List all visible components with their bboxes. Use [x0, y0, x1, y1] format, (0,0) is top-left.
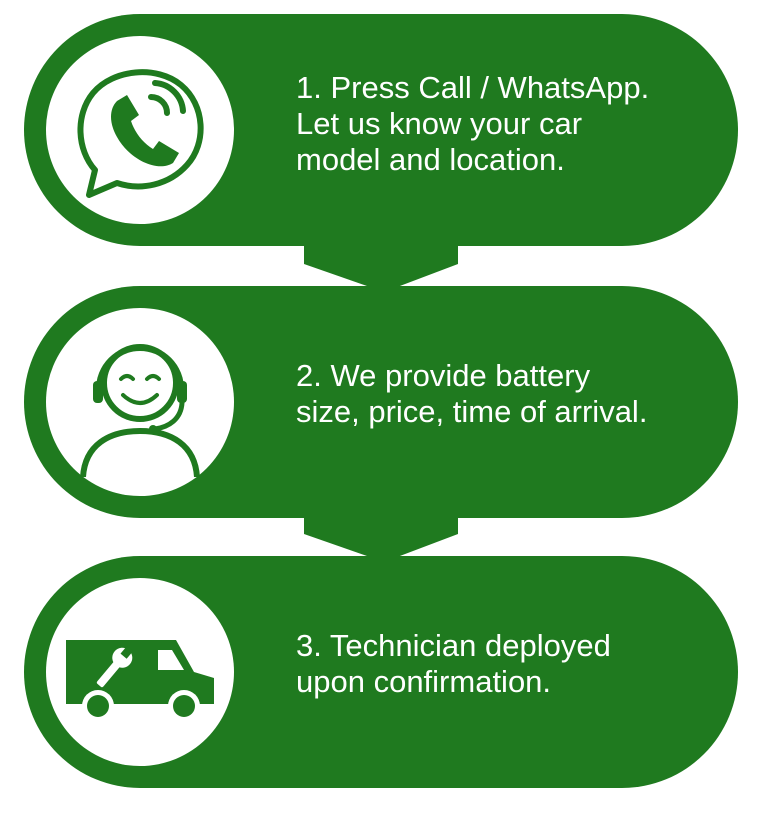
step-1-pill: 1. Press Call / WhatsApp. Let us know yo…	[24, 14, 738, 246]
step-1-icon-circle	[46, 36, 234, 224]
step-3-pill: 3. Technician deployed upon confirmation…	[24, 556, 738, 788]
step-3-text: 3. Technician deployed upon confirmation…	[296, 628, 611, 699]
support-agent-icon	[80, 344, 200, 477]
step-1-text: 1. Press Call / WhatsApp. Let us know yo…	[296, 70, 650, 177]
down-arrow-1	[304, 240, 458, 292]
service-van-icon	[66, 640, 214, 722]
down-arrow-2	[304, 510, 458, 562]
step-2-pill: 2. We provide battery size, price, time …	[24, 286, 738, 518]
step-3-icon-circle	[46, 578, 234, 766]
step-2-icon-circle	[46, 308, 234, 496]
phone-chat-icon	[77, 69, 204, 198]
step-2-text: 2. We provide battery size, price, time …	[296, 358, 648, 429]
